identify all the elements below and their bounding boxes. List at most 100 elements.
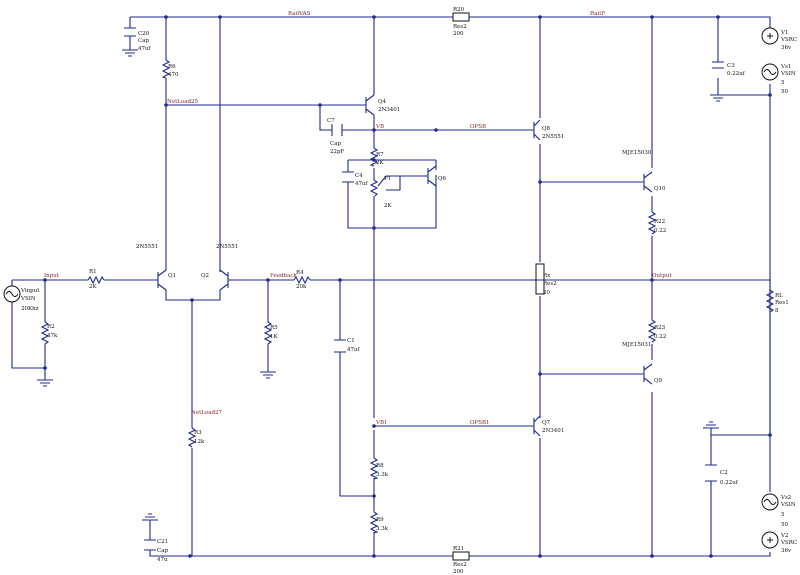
r2-value: 47k (47, 333, 58, 339)
r8-ref: R8 (376, 463, 384, 469)
vs1-ref: Vs1 (780, 64, 791, 70)
r5-value: 1K (270, 334, 278, 340)
q8-part: 2N5551 (542, 134, 564, 140)
c21-value: 47u (157, 557, 168, 563)
vinput-value: 20Khz (21, 306, 39, 312)
r6-ref: R6 (168, 64, 176, 70)
q1-ref: Q1 (168, 273, 176, 279)
r4-ref: R4 (296, 270, 304, 276)
rx-value: 20 (543, 290, 550, 296)
r20-value: 200 (453, 31, 464, 37)
v2-value: 36v (781, 548, 792, 554)
c7-value: 22pF (330, 149, 345, 155)
q6-ref: Q6 (438, 176, 447, 182)
sources: V1 VSRC 36v Vs1 VSIN 5 50 Vs2 VSIN 5 50 … (3, 27, 797, 554)
q10-ref: Q10 (654, 186, 666, 192)
vinput-ref: Vinput (20, 288, 40, 294)
r5-ref: R5 (270, 325, 278, 331)
c20-value: 47uf (138, 46, 152, 52)
q4-ref: Q4 (378, 99, 387, 105)
r1-value: 2K (89, 284, 97, 290)
q10-part: MJE15030 (622, 150, 652, 156)
c3-value: 0.22uf (727, 71, 746, 77)
junctions (43, 15, 772, 558)
rx-type: Res2 (543, 281, 557, 287)
r21-ref: R21 (453, 546, 464, 552)
r9-value: 3.3k (376, 526, 389, 532)
v2s-type: VSIN (780, 502, 796, 508)
r9-ref: R9 (376, 517, 384, 523)
rl-type: Res1 (775, 300, 789, 306)
net-opsb: OPSB (470, 124, 486, 130)
r21-type: Res2 (453, 562, 467, 568)
rx-ref: Rx (543, 273, 551, 279)
r22-value: 0.22 (654, 228, 666, 234)
c20-ref: C20 (138, 31, 150, 37)
vs1-type: VSIN (780, 71, 796, 77)
resistors: R20 Res2 200 R21 Res2 200 R6 470 R7 2K P… (40, 7, 789, 575)
c4-value: 47uf (355, 181, 369, 187)
net-input: Input (44, 273, 60, 279)
r20-type: Res2 (453, 24, 467, 30)
vinput-type: VSIN (20, 296, 36, 302)
c7-type: Cap (330, 141, 341, 147)
c1-value: 47uf (347, 347, 361, 353)
r7-value: 2K (376, 160, 384, 166)
net-labels: RailVAS RailP Input Output NetLoad25 Net… (44, 11, 672, 426)
q9-part: MJE15031 (622, 342, 651, 348)
v1-ref: V1 (780, 30, 788, 36)
r21-value: 200 (453, 569, 464, 575)
net-output: Output (652, 273, 672, 279)
v2s-v2: 50 (781, 522, 788, 528)
r23-value: 0.22 (654, 334, 666, 340)
v2s-ref: Vs2 (780, 495, 791, 501)
vs1-v1: 5 (781, 80, 785, 86)
q2-ref: Q2 (201, 273, 209, 279)
p1-value: 2K (384, 203, 392, 209)
net-netload25: NetLoad25 (167, 99, 199, 105)
r22-ref: R22 (654, 219, 665, 225)
q1-part: 2N5551 (136, 244, 158, 250)
c4-ref: C4 (355, 173, 363, 179)
net-rail-p: RailP (590, 11, 605, 17)
r8-value: 3.3k (376, 472, 389, 478)
net-netload27: NetLoad27 (191, 410, 223, 416)
r2-ref: R2 (47, 324, 55, 330)
v1-value: 36v (781, 45, 792, 51)
vs1-v2: 50 (781, 89, 788, 95)
v2-type: VSRC (780, 540, 797, 546)
q7-part: 2N3401 (542, 428, 564, 434)
q4-part: 2N3401 (378, 107, 400, 113)
r7-ref: R7 (376, 152, 384, 158)
r20-ref: R20 (453, 7, 465, 13)
c7-ref: C7 (327, 118, 335, 124)
capacitors: C20 Cap 47uf C3 0.22uf C7 Cap 22pF C4 47… (124, 27, 746, 563)
r1-ref: R1 (89, 269, 97, 275)
c2-value: 0.22uf (720, 480, 739, 486)
q2-part: 2N5551 (216, 244, 238, 250)
q8-ref: Q8 (542, 126, 551, 132)
c21-type: Cap (157, 548, 168, 554)
c20-type: Cap (138, 38, 149, 44)
r4-value: 20k (296, 284, 307, 290)
q9-ref: Q9 (654, 378, 663, 384)
grounds (37, 49, 726, 521)
net-opsb1: OPSB1 (470, 420, 490, 426)
c2-ref: C2 (720, 470, 728, 476)
v1-type: VSRC (780, 37, 797, 43)
net-feedback: Feedback (270, 273, 297, 279)
net-vb1: VB1 (375, 420, 388, 426)
rl-ref: RL (775, 293, 783, 299)
c21-ref: C21 (157, 539, 168, 545)
q7-ref: Q7 (542, 420, 551, 426)
net-vb: VB (375, 124, 384, 130)
v2-ref: V2 (780, 533, 788, 539)
transistors: Q4 2N3401 Q6 Q8 2N5551 Q10 MJE15030 Q9 M… (136, 94, 666, 437)
v2s-v1: 5 (781, 512, 785, 518)
rl-value: 8 (775, 308, 779, 314)
p1-ref: P1 (384, 176, 391, 182)
r3-ref: R3 (194, 430, 202, 436)
net-rail-vas: RailVAS (288, 11, 311, 17)
r3-value: 12k (194, 439, 205, 445)
